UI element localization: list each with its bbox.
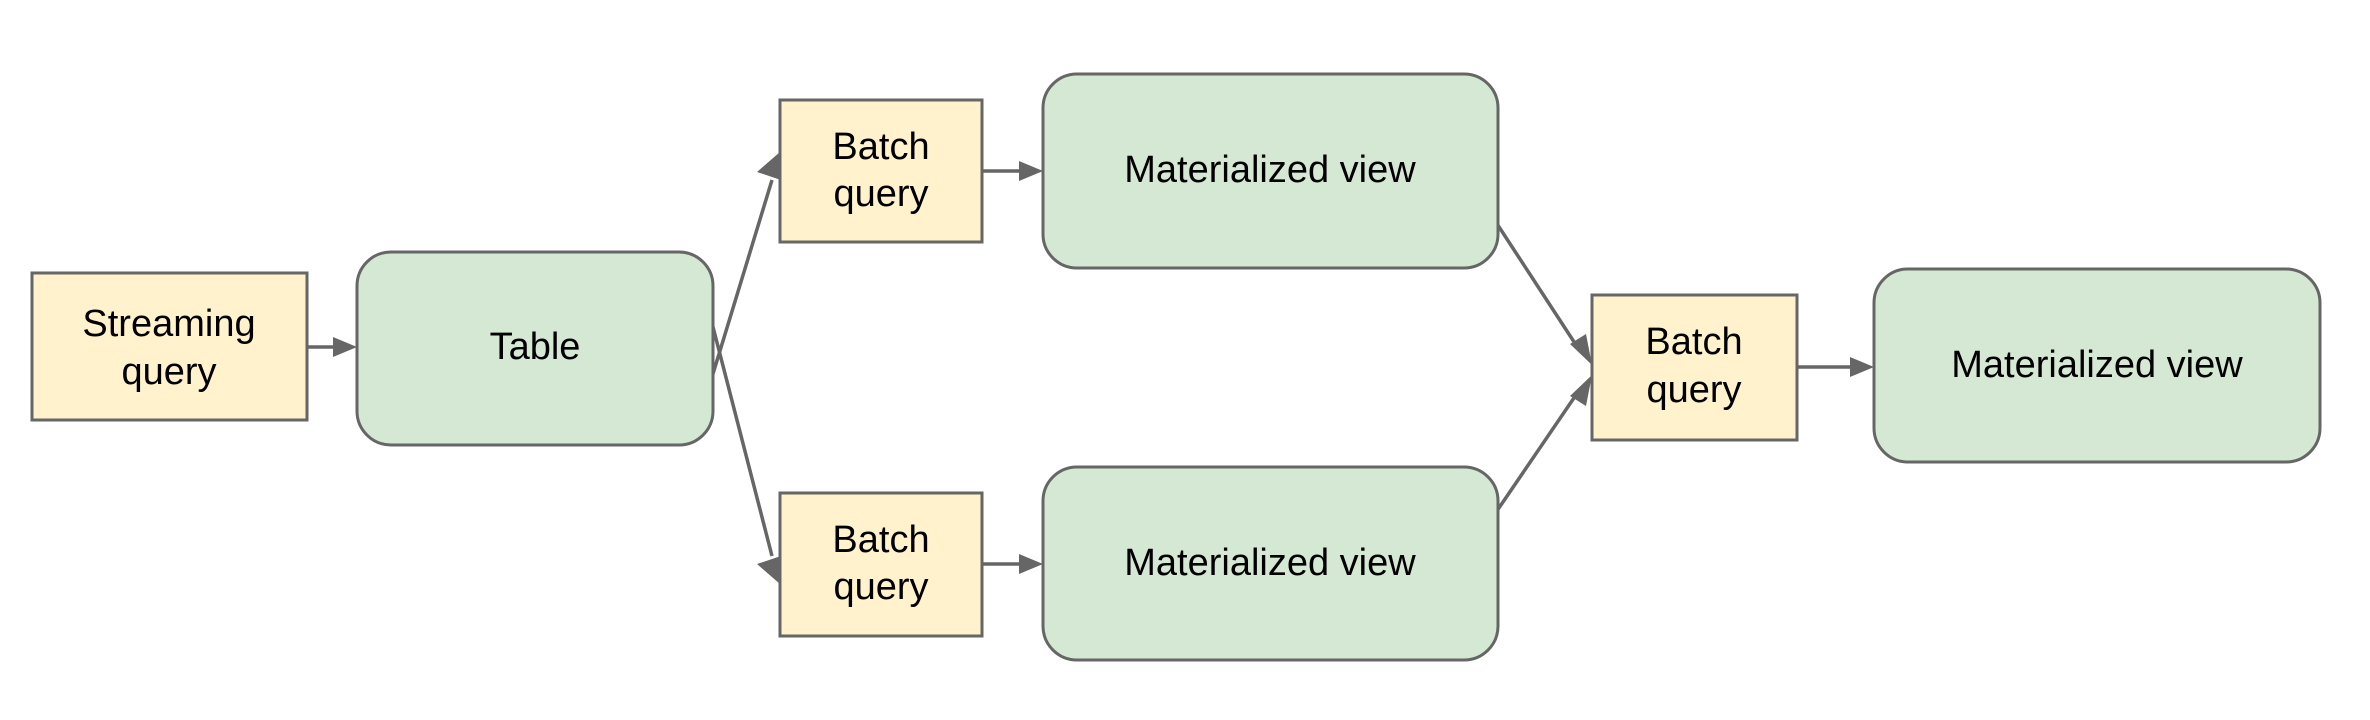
edge-table-to-batch-query-bottom	[703, 295, 781, 584]
streaming-query-label-line2: query	[121, 351, 216, 393]
edge-table-to-batch-query-top	[703, 152, 781, 401]
batch-query-top-label-line1: Batch	[832, 126, 929, 168]
streaming-query-shape[interactable]	[30, 271, 309, 422]
arrowhead-icon	[1019, 161, 1043, 181]
arrowhead-icon	[1570, 334, 1592, 365]
materialized-view-final-label: Materialized view	[1951, 344, 2243, 386]
batch-query-top-shape[interactable]	[778, 98, 984, 244]
streaming-query-label-line1: Streaming	[82, 303, 255, 345]
edge-line	[1486, 391, 1580, 525]
batch-query-bottom-shape[interactable]	[778, 491, 984, 638]
materialized-view-top-shape[interactable]	[1041, 72, 1500, 270]
edge-materialized-view-top-to-batch-query-join	[1486, 209, 1592, 365]
edge-streaming-query-to-table	[307, 337, 357, 357]
batch-query-top-label-line2: query	[833, 173, 928, 215]
table-shape[interactable]	[355, 250, 715, 447]
edge-materialized-view-bottom-to-batch-query-join	[1486, 375, 1592, 525]
edge-line	[703, 295, 774, 557]
materialized-view-bottom-label: Materialized view	[1124, 542, 1416, 584]
batch-query-join-label-line1: Batch	[1645, 321, 1742, 363]
materialized-view-final-node[interactable]: Materialized view	[1872, 267, 2322, 464]
edge-batch-query-join-to-materialized-view-final	[1797, 357, 1874, 377]
table-label: Table	[490, 326, 581, 368]
arrowhead-icon	[757, 152, 781, 180]
edge-batch-query-top-to-materialized-view-top	[982, 161, 1043, 181]
arrowhead-icon	[757, 556, 781, 584]
arrowhead-icon	[1850, 357, 1874, 377]
streaming-query-node[interactable]: Streaming query	[30, 271, 309, 422]
batch-query-join-node[interactable]: Batch query	[1590, 293, 1799, 442]
batch-query-bottom-label-line1: Batch	[832, 519, 929, 561]
arrowhead-icon	[1019, 554, 1043, 574]
materialized-view-bottom-node[interactable]: Materialized view	[1041, 465, 1500, 662]
arrowhead-icon	[1570, 375, 1592, 406]
materialized-view-bottom-shape[interactable]	[1041, 465, 1500, 662]
arrowhead-icon	[333, 337, 357, 357]
materialized-view-top-label: Materialized view	[1124, 149, 1416, 191]
batch-query-bottom-label-line2: query	[833, 566, 928, 608]
batch-query-join-shape[interactable]	[1590, 293, 1799, 442]
batch-query-join-label-line2: query	[1646, 369, 1741, 411]
edge-batch-query-bottom-to-materialized-view-bottom	[982, 554, 1043, 574]
edge-line	[1486, 209, 1580, 349]
batch-query-bottom-node[interactable]: Batch query	[778, 491, 984, 638]
edge-line	[703, 179, 774, 401]
materialized-view-final-shape[interactable]	[1872, 267, 2322, 464]
batch-query-top-node[interactable]: Batch query	[778, 98, 984, 244]
materialized-view-top-node[interactable]: Materialized view	[1041, 72, 1500, 270]
table-node[interactable]: Table	[355, 250, 715, 447]
